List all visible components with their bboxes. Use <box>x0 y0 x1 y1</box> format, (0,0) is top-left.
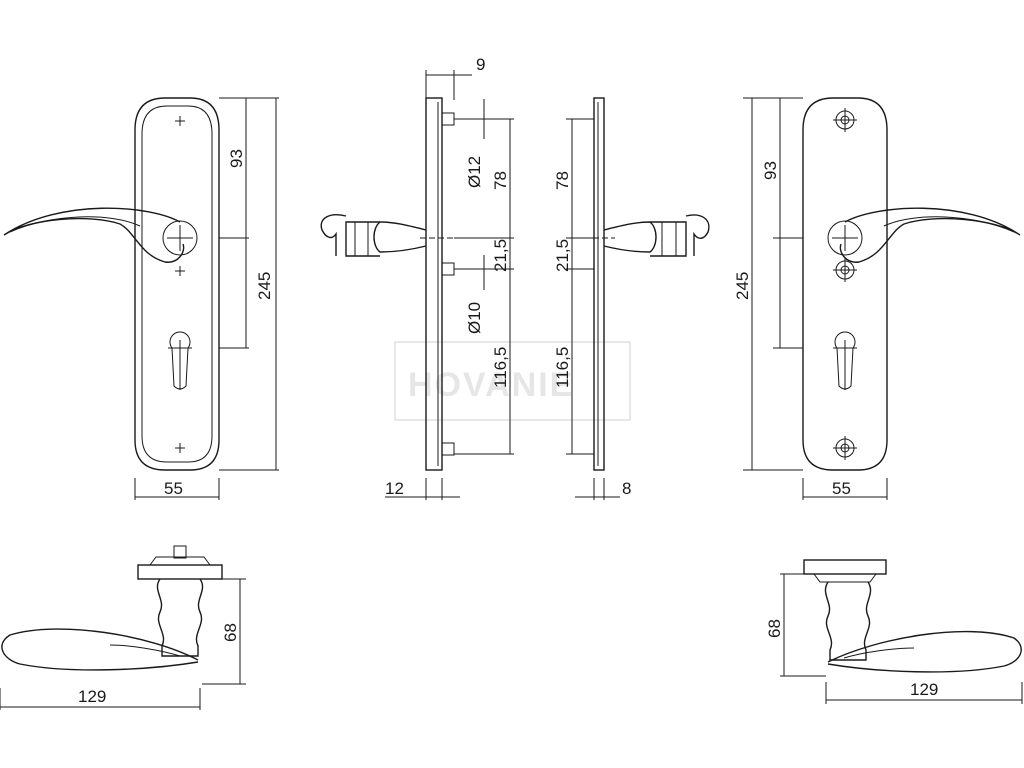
top-right-dimensions: 68 129 <box>765 573 1023 704</box>
side-view-2 <box>575 97 710 471</box>
dim-d12: Ø12 <box>465 156 484 188</box>
dim-93-right: 93 <box>761 161 780 180</box>
dim-78-side2: 78 <box>553 171 572 190</box>
dim-9: 9 <box>476 55 485 74</box>
top-left-dimensions: 68 129 <box>0 578 246 710</box>
dim-245-left: 245 <box>255 272 274 300</box>
watermark: HOVANIE <box>394 341 631 421</box>
dim-129-right: 129 <box>910 680 938 699</box>
dim-55-right: 55 <box>832 479 851 498</box>
dim-93-left: 93 <box>227 149 246 168</box>
front-right-dimensions: 93 245 55 <box>733 97 888 500</box>
dim-245-right: 245 <box>733 272 752 300</box>
side-2-dimensions: 78 21,5 116,5 8 <box>553 118 631 500</box>
dim-116-5: 116,5 <box>491 347 510 388</box>
dim-8: 8 <box>622 479 631 498</box>
dim-21-5: 21,5 <box>491 239 510 272</box>
dim-68-right: 68 <box>765 619 784 638</box>
dim-116-5-side2: 116,5 <box>553 347 572 388</box>
watermark-text: HOVANIE <box>408 366 574 404</box>
dim-129-left: 129 <box>78 687 106 706</box>
front-left-dimensions: 93 245 55 <box>134 97 279 500</box>
dim-12: 12 <box>385 479 404 498</box>
top-view-left <box>1 545 223 671</box>
side-view-1 <box>320 97 510 471</box>
dim-21-5-side2: 21,5 <box>553 239 572 272</box>
dim-78: 78 <box>491 171 510 190</box>
top-view-right <box>803 559 1022 673</box>
front-view-left <box>3 97 220 471</box>
dim-55-left: 55 <box>164 479 183 498</box>
dim-d10: Ø10 <box>465 302 484 334</box>
dim-68-left: 68 <box>221 623 240 642</box>
side-1-dimensions: 9 Ø12 78 21,5 Ø10 116,5 12 <box>385 55 514 500</box>
front-view-right <box>802 97 1021 471</box>
